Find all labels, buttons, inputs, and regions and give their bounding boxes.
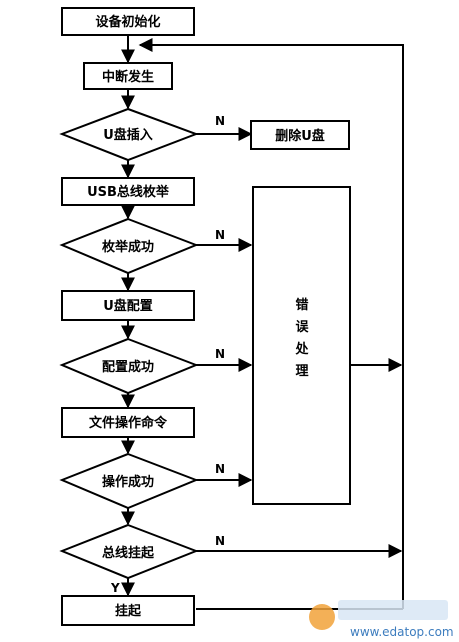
node-interrupt xyxy=(83,62,173,90)
watermark-banner xyxy=(338,600,448,620)
label-no-op: N xyxy=(215,462,225,476)
node-interrupt-label: 中断发生 xyxy=(102,69,154,85)
decision-config-ok xyxy=(59,337,199,395)
decision-config-ok-label: 配置成功 xyxy=(102,359,154,375)
label-no-enum: N xyxy=(215,228,225,242)
error-char-1: 错 xyxy=(295,297,308,313)
error-char-2: 误 xyxy=(295,320,309,335)
decision-u-insert xyxy=(59,107,199,162)
decision-bus-suspend-label: 总线挂起 xyxy=(102,545,155,561)
node-suspend-label: 挂起 xyxy=(115,603,142,619)
node-usb-enum-label: USB总线枚举 xyxy=(87,184,170,200)
error-char-4: 理 xyxy=(295,364,308,379)
label-no-insert: N xyxy=(215,114,225,128)
node-u-config xyxy=(61,290,195,321)
return-loop-line xyxy=(138,38,404,609)
label-no-bus: N xyxy=(215,534,225,548)
decision-bus-suspend xyxy=(59,523,199,580)
node-delete-u-label: 删除U盘 xyxy=(275,128,325,144)
decision-op-ok xyxy=(59,452,199,510)
node-suspend xyxy=(61,595,195,626)
node-device-init xyxy=(61,7,195,36)
node-file-cmd-label: 文件操作命令 xyxy=(89,415,168,431)
decision-u-insert-label: U盘插入 xyxy=(103,127,153,143)
node-device-init-label: 设备初始化 xyxy=(95,14,160,30)
watermark-logo-icon xyxy=(309,604,335,630)
label-yes-bus: Y xyxy=(110,581,120,595)
decision-enum-ok xyxy=(59,217,199,275)
node-usb-enum xyxy=(61,177,195,206)
watermark: www.edatop.com xyxy=(309,600,454,639)
watermark-url: www.edatop.com xyxy=(350,625,454,639)
node-u-config-label: U盘配置 xyxy=(103,298,153,314)
node-error-handling xyxy=(252,186,351,505)
node-file-cmd xyxy=(61,407,195,438)
decision-op-ok-label: 操作成功 xyxy=(102,474,154,490)
error-char-3: 处 xyxy=(294,341,309,357)
decision-enum-ok-label: 枚举成功 xyxy=(102,239,154,255)
node-delete-u xyxy=(250,120,350,150)
label-no-config: N xyxy=(215,347,225,361)
